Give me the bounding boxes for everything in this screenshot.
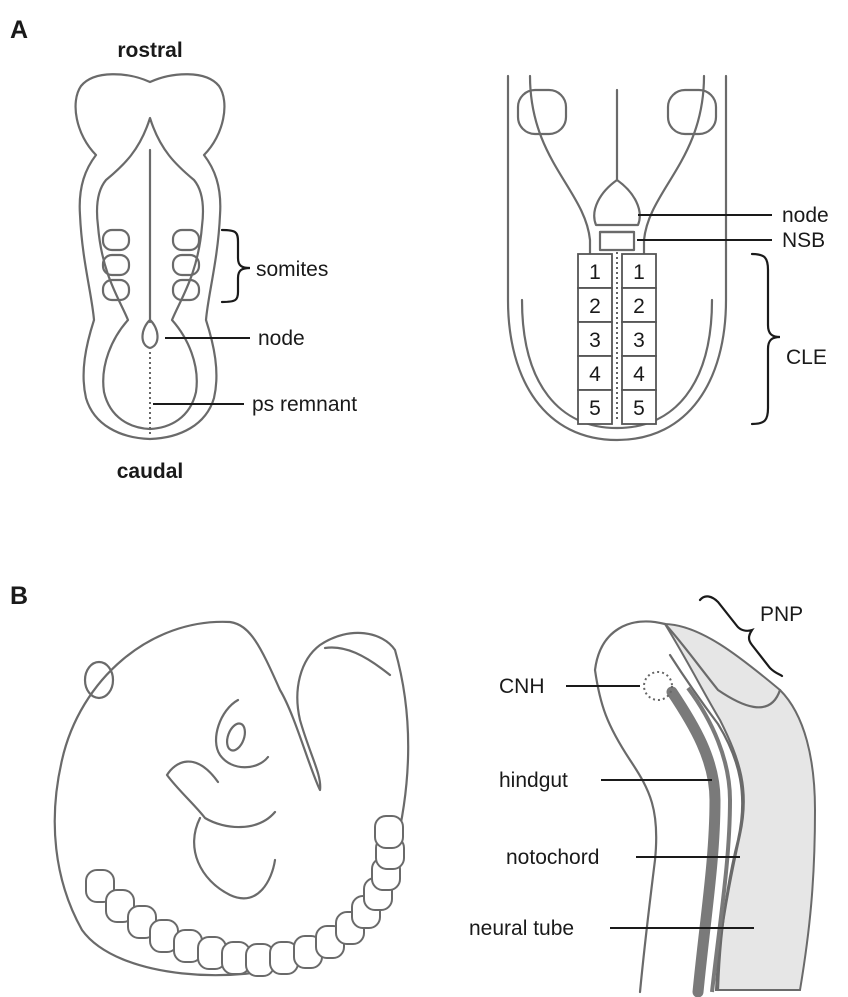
caudal-label: caudal bbox=[117, 460, 184, 483]
branchial-fold bbox=[216, 700, 268, 767]
hindgut-tube bbox=[672, 692, 715, 992]
limb-bud bbox=[85, 662, 113, 698]
somites-label: somites bbox=[256, 258, 328, 281]
panel-b-right-zoom: PNP CNH hindgut notochord neural tube bbox=[469, 596, 815, 992]
cnh-label: CNH bbox=[499, 675, 545, 698]
heart-fold bbox=[194, 818, 275, 898]
cle-cell-number: 5 bbox=[633, 397, 645, 420]
cle-cell-number: 1 bbox=[589, 261, 601, 284]
cle-cell-number: 5 bbox=[589, 397, 601, 420]
neural-tube-shaded bbox=[665, 624, 815, 990]
panel-b-letter: B bbox=[10, 582, 28, 610]
cle-cell-number: 3 bbox=[589, 329, 601, 352]
node-shape bbox=[142, 320, 157, 348]
cle-cell-number: 2 bbox=[633, 295, 645, 318]
zoom-node bbox=[594, 180, 640, 225]
node-label-right: node bbox=[782, 204, 829, 227]
hindgut-label: hindgut bbox=[499, 769, 568, 792]
notochord-label: notochord bbox=[506, 846, 599, 869]
cle-cell-number: 1 bbox=[633, 261, 645, 284]
node-label: node bbox=[258, 327, 305, 350]
cle-cell-number: 3 bbox=[633, 329, 645, 352]
cle-label: CLE bbox=[786, 346, 827, 369]
somite bbox=[173, 230, 199, 250]
tail-fold bbox=[325, 647, 390, 675]
panel-a-letter: A bbox=[10, 16, 28, 44]
somites-brace bbox=[222, 230, 250, 302]
ps-remnant-label: ps remnant bbox=[252, 393, 357, 416]
panel-a-left-embryo: rostral caudal somites node ps remnant bbox=[76, 39, 358, 483]
cle-cell-number: 4 bbox=[589, 363, 601, 386]
somite-right bbox=[668, 90, 716, 134]
rostral-label: rostral bbox=[117, 39, 182, 62]
pnp-label: PNP bbox=[760, 603, 803, 626]
cle-cell-number: 2 bbox=[589, 295, 601, 318]
neural-tube-label: neural tube bbox=[469, 917, 574, 940]
nsb-label: NSB bbox=[782, 229, 825, 252]
cle-brace bbox=[752, 254, 780, 424]
panel-a-right-zoom: node NSB 1 2 3 4 5 1 2 3 4 5 CLE bbox=[508, 76, 829, 440]
somite bbox=[103, 280, 129, 300]
lateral-somite bbox=[375, 816, 403, 848]
somite-left bbox=[518, 90, 566, 134]
cle-cell-number: 4 bbox=[633, 363, 645, 386]
optic-vesicle bbox=[224, 721, 249, 753]
lateral-somite-chain bbox=[86, 816, 404, 976]
somite bbox=[103, 230, 129, 250]
nsb-box bbox=[600, 232, 634, 250]
head-fold bbox=[167, 762, 275, 827]
panel-b-left-embryo bbox=[55, 622, 408, 976]
tail-outer-left bbox=[595, 621, 665, 992]
cnh-circle bbox=[644, 672, 672, 700]
